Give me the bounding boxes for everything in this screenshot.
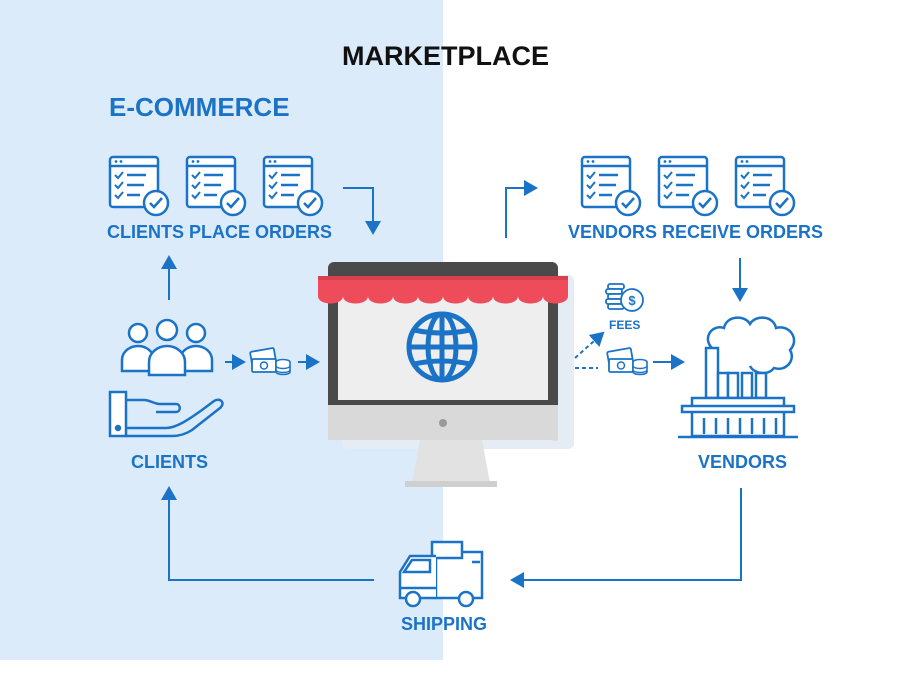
svg-text:$: $ (628, 293, 636, 308)
hand-icon (108, 390, 224, 438)
fees-label: FEES (609, 318, 641, 332)
arrow-shipping-to-clients (161, 486, 374, 581)
awning (318, 276, 568, 304)
ecommerce-label: E-COMMERCE (109, 92, 290, 122)
globe-icon (406, 311, 478, 383)
vendors-payment-cash-icon (606, 346, 648, 376)
clients-order-checklist-icon-1 (108, 155, 170, 217)
truck-icon (398, 540, 484, 608)
clients-label: CLIENTS (131, 452, 209, 472)
shipping-label: SHIPPING (401, 614, 488, 634)
arrow-marketplace-to-vendor-orders (505, 180, 538, 238)
diagram-title: MARKETPLACE (342, 41, 549, 71)
clients-order-checklist-icon-2 (185, 155, 247, 217)
vendors-label: VENDORS (698, 452, 788, 472)
factory-icon (678, 316, 798, 439)
arrow-marketplace-to-fees (574, 331, 605, 359)
clients-payment-cash-icon (249, 346, 291, 376)
vendors-order-checklist-icon-2 (657, 155, 719, 217)
clients-order-checklist-icon-3 (262, 155, 324, 217)
clients-place-orders-label: CLIENTS PLACE ORDERS (107, 222, 333, 242)
vendors-order-checklist-icon-1 (580, 155, 642, 217)
vendors-order-checklist-icon-3 (734, 155, 796, 217)
vendors-receive-orders-label: VENDORS RECEIVE ORDERS (568, 222, 824, 242)
people-icon (120, 318, 214, 377)
marketplace-storefront-monitor (318, 262, 574, 487)
arrow-vendors-to-shipping (510, 488, 742, 588)
fees-coins-icon: $ (605, 283, 644, 312)
arrow-orders-to-marketplace (343, 187, 381, 235)
